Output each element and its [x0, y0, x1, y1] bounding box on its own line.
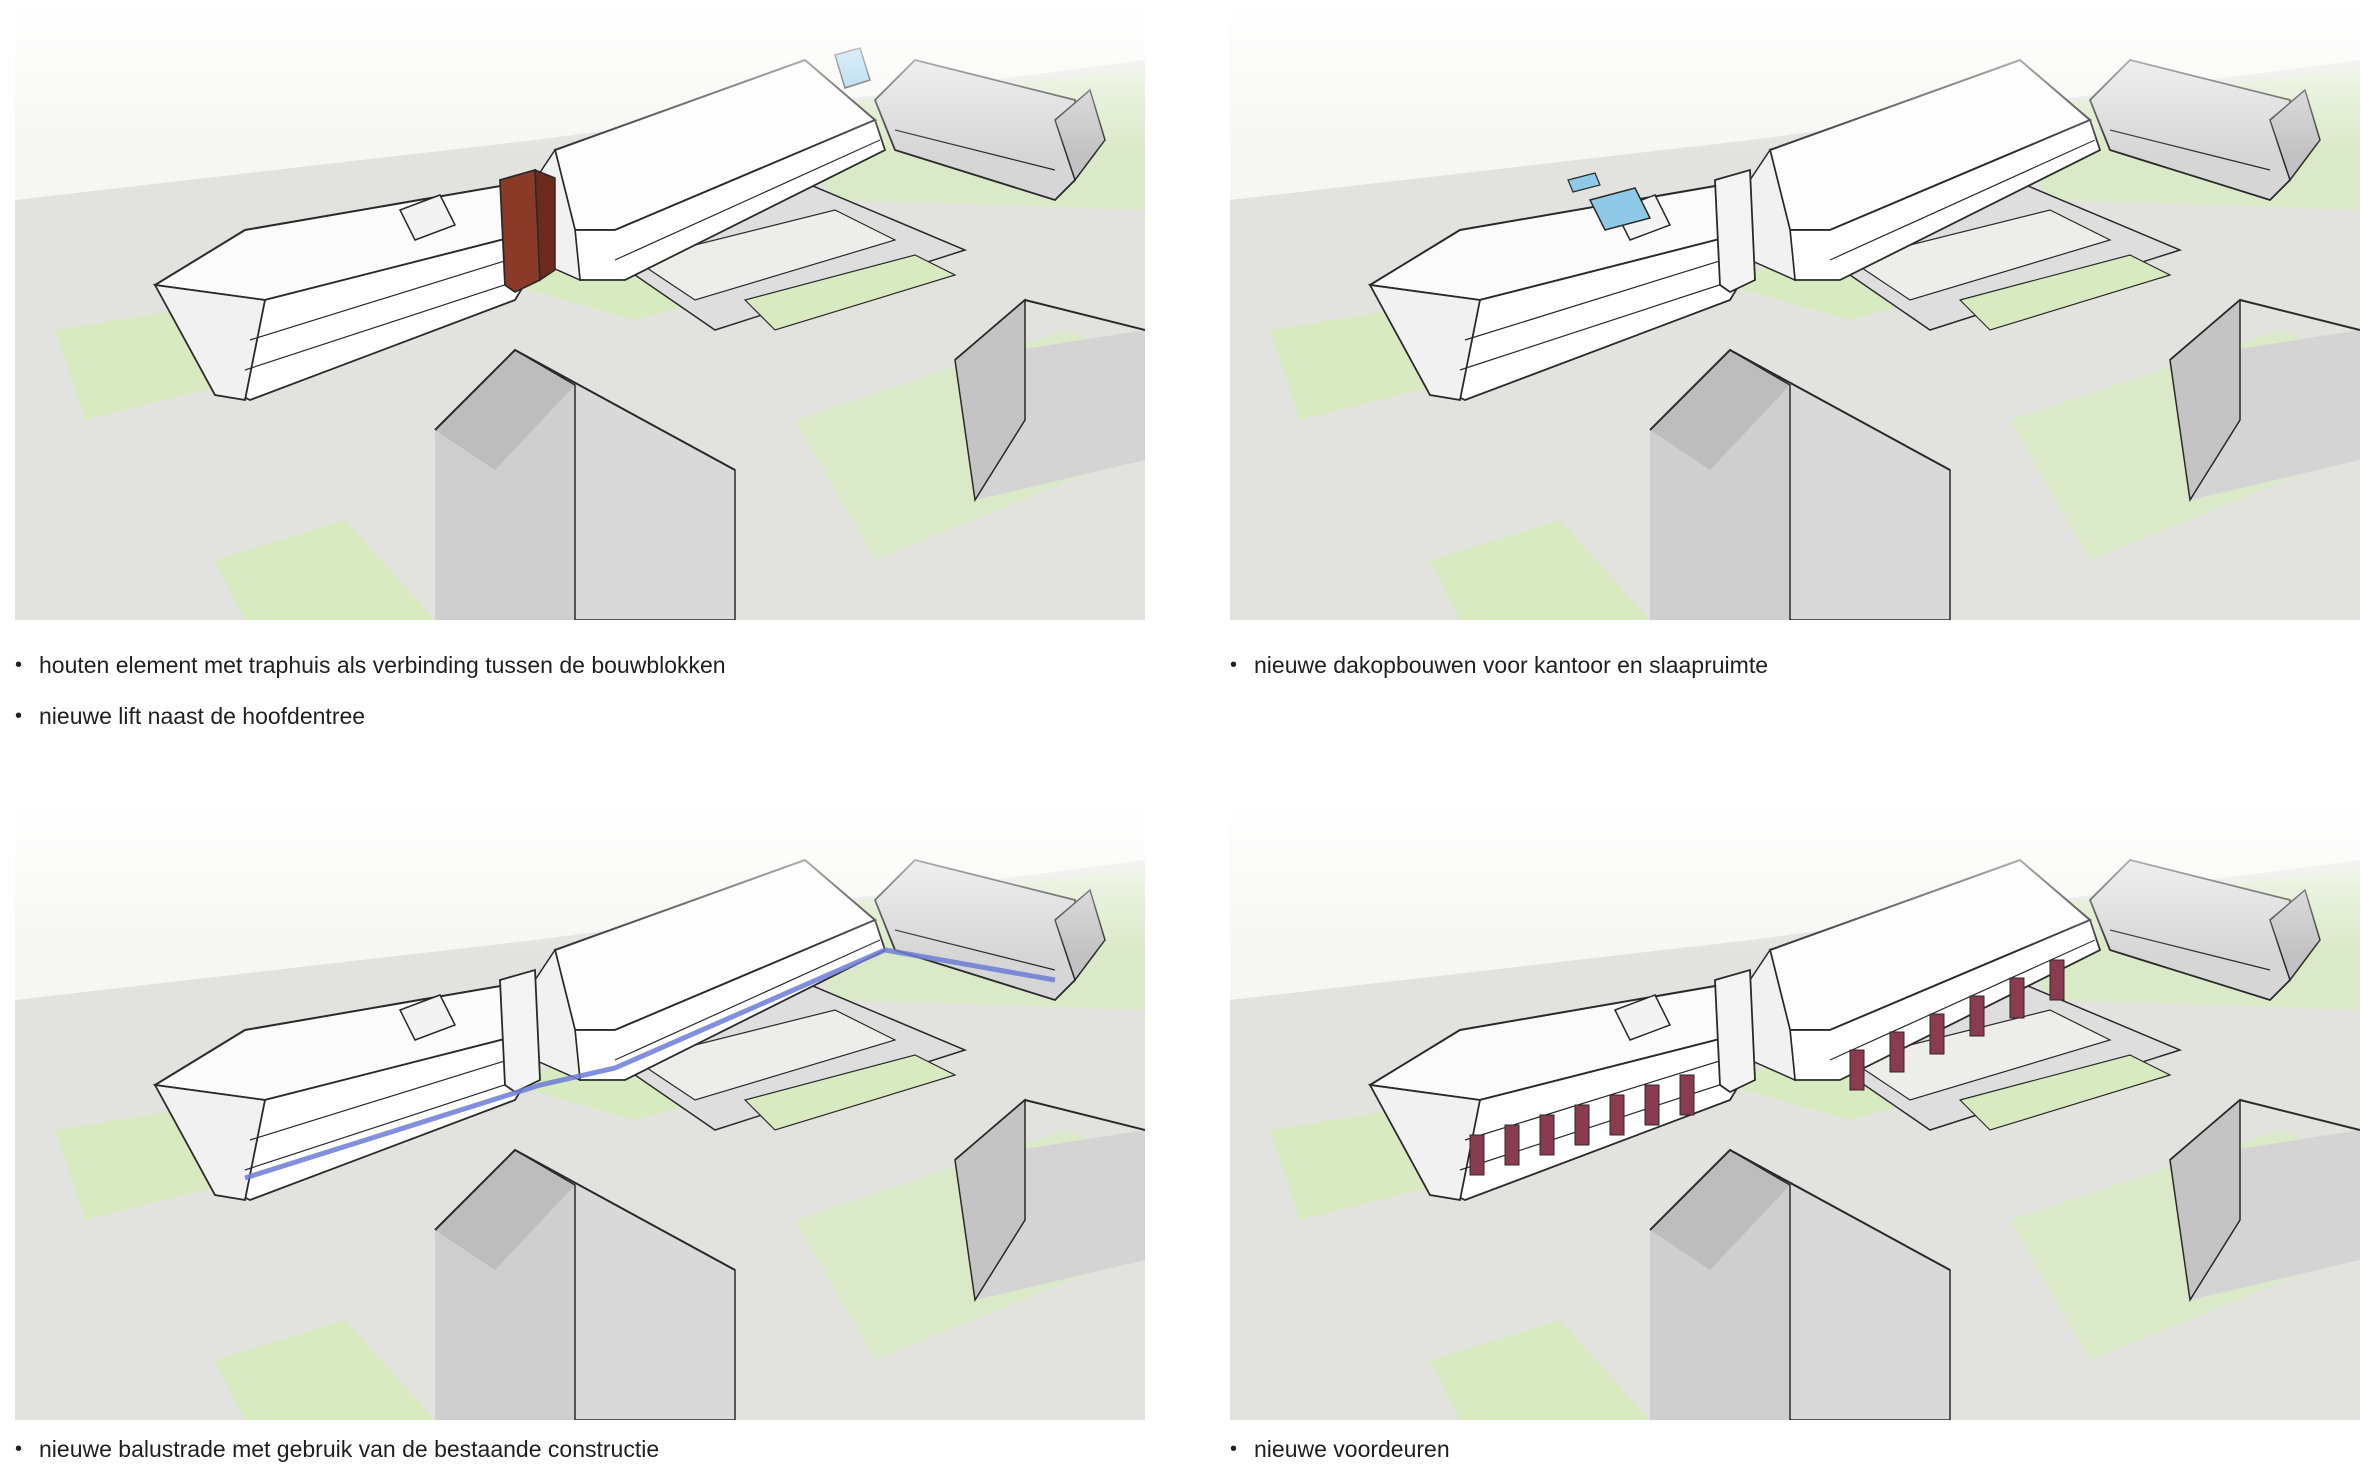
caption-item: nieuwe voordeuren — [1230, 1424, 1450, 1475]
caption-item: houten element met traphuis als verbindi… — [15, 640, 726, 691]
sketch-panel-lift-stair — [15, 0, 1145, 620]
sketch-panel-dormers — [1230, 0, 2360, 620]
caption-list-1: houten element met traphuis als verbindi… — [15, 640, 726, 742]
caption-list-4: nieuwe voordeuren — [1230, 1424, 1450, 1475]
caption-list-2: nieuwe dakopbouwen voor kantoor en slaap… — [1230, 640, 1768, 691]
caption-list-3: nieuwe balustrade met gebruik van de bes… — [15, 1424, 659, 1475]
sketch-panel-doors — [1230, 800, 2360, 1420]
sketch-panel-balustrade — [15, 800, 1145, 1420]
caption-item: nieuwe dakopbouwen voor kantoor en slaap… — [1230, 640, 1768, 691]
caption-item: nieuwe lift naast de hoofdentree — [15, 691, 726, 742]
caption-item: nieuwe balustrade met gebruik van de bes… — [15, 1424, 659, 1475]
